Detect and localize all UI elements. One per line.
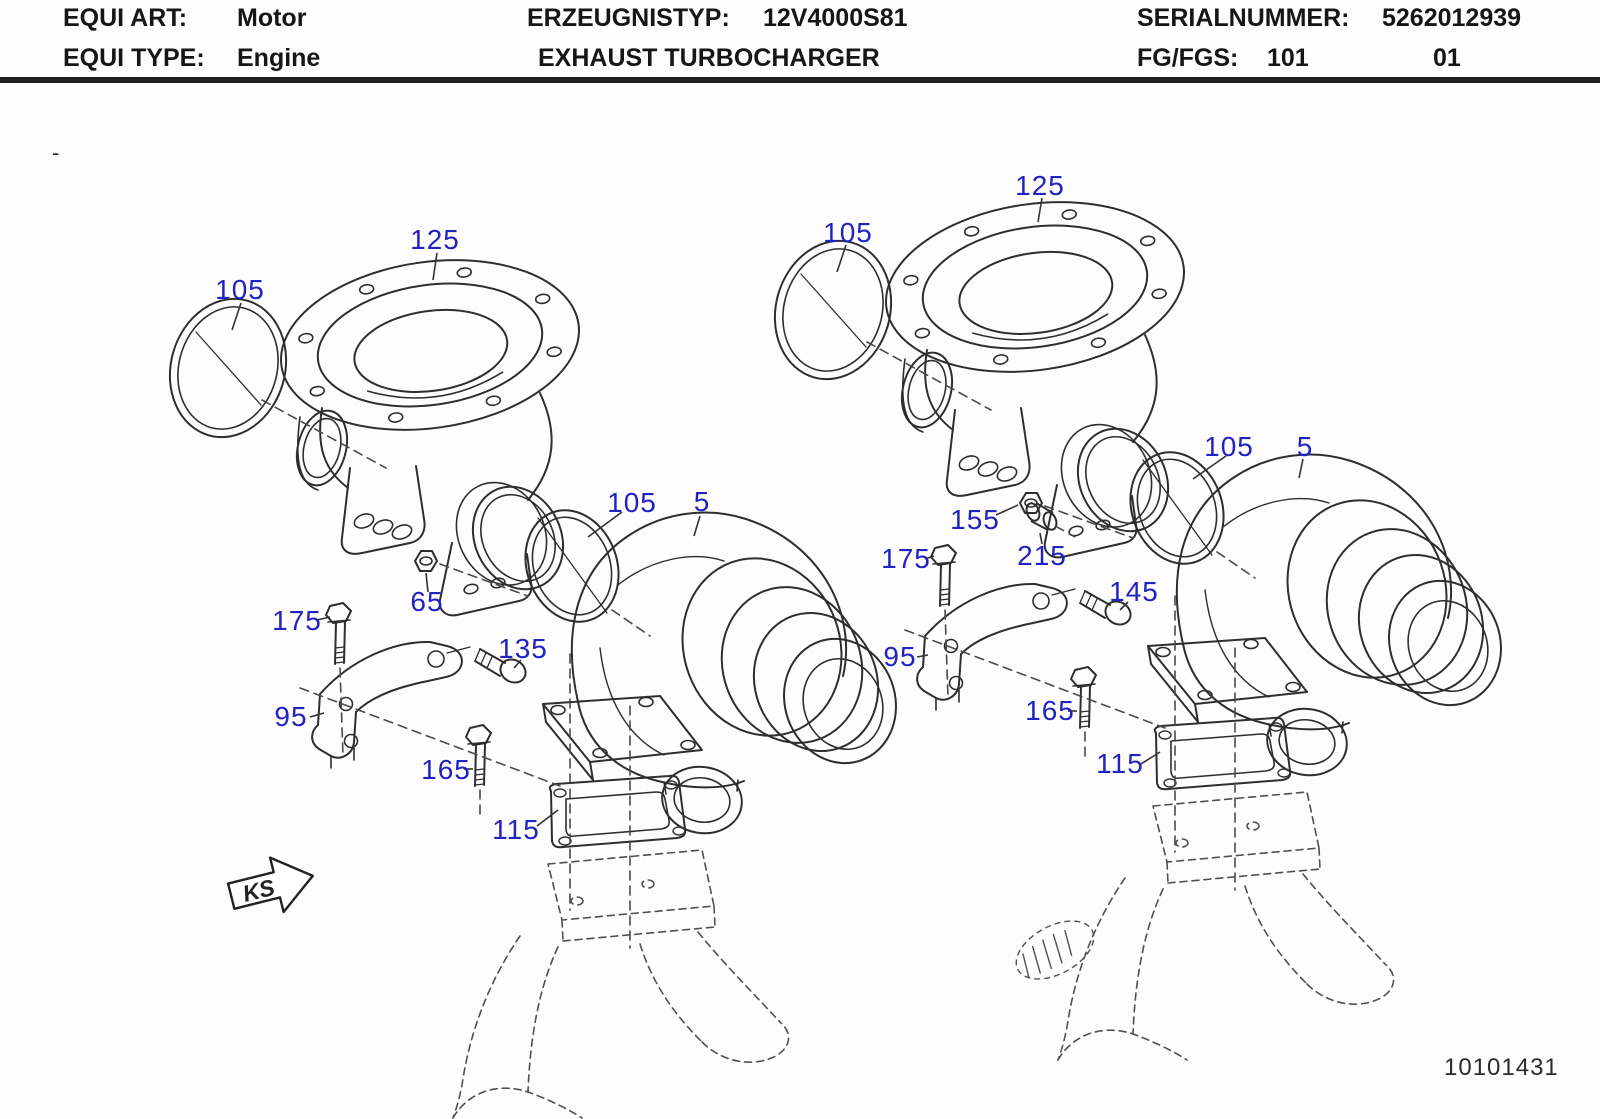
part-callout: 215 — [1017, 540, 1067, 571]
header-divider — [0, 77, 1600, 83]
part-callout: 175 — [881, 543, 931, 574]
part-callout: 95 — [883, 641, 917, 672]
part-callout: 65 — [410, 586, 444, 617]
fg-fgs-label: FG/FGS: — [1137, 44, 1239, 72]
left-exploded-view — [152, 240, 915, 1119]
part-callout: 135 — [498, 633, 548, 664]
part-callout: 115 — [492, 814, 540, 845]
part-callout: 5 — [1296, 431, 1314, 462]
margin-dash-mark: - — [52, 140, 60, 165]
spacer-bushing — [1025, 502, 1078, 539]
erzeugnistyp-label: ERZEUGNISTYP: — [527, 4, 730, 32]
part-callout: 145 — [1109, 576, 1159, 607]
left-callout-leaders — [231, 252, 701, 827]
part-callout: 105 — [1204, 431, 1254, 462]
serialnummer-value: 5262012939 — [1382, 4, 1522, 32]
equi-art-value: Motor — [237, 4, 307, 32]
part-callout: 105 — [823, 217, 873, 248]
part-callout: 105 — [607, 487, 657, 518]
right-exploded-view — [757, 182, 1520, 1062]
part-callout: 125 — [1015, 170, 1065, 201]
part-callout: 175 — [272, 605, 322, 636]
part-callout: 115 — [1096, 748, 1144, 779]
ks-direction-arrow: KS — [226, 856, 314, 914]
part-callout: 125 — [410, 224, 460, 255]
part-callout: 5 — [693, 486, 711, 517]
manifold-ribbed-elbow — [1015, 920, 1095, 980]
right-callout-leaders — [836, 197, 1304, 765]
part-callout: 155 — [950, 504, 1000, 535]
part-callout: 105 — [215, 274, 265, 305]
equi-art-label: EQUI ART: — [63, 4, 188, 32]
erzeugnistyp-value: 12V4000S81 — [763, 4, 908, 32]
part-callout: 95 — [274, 701, 308, 732]
serialnummer-label: SERIALNUMMER: — [1137, 4, 1350, 32]
part-callout: 165 — [421, 754, 471, 785]
equi-type-label: EQUI TYPE: — [63, 44, 205, 72]
drawing-number: 10101431 — [1444, 1054, 1559, 1081]
fg-fgs-value: 101 — [1267, 44, 1309, 72]
sheet-number: 01 — [1433, 44, 1461, 72]
part-callout: 165 — [1025, 695, 1075, 726]
page-title: EXHAUST TURBOCHARGER — [538, 44, 880, 72]
equi-type-value: Engine — [237, 44, 321, 72]
